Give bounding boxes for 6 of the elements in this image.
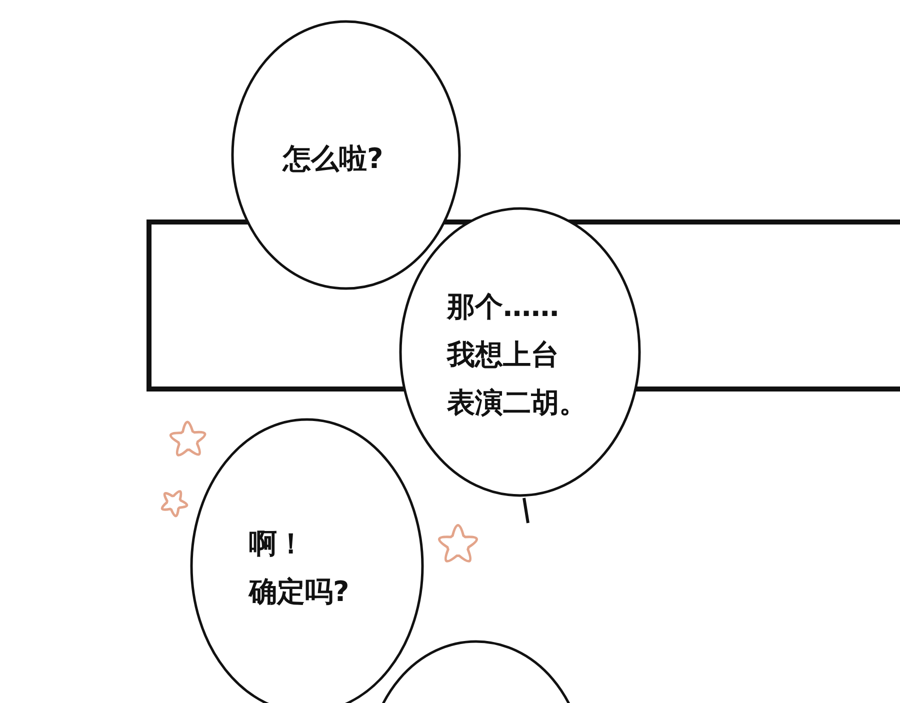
speech-bubble [399,207,641,497]
speech-bubble [190,418,424,703]
dialogue-text: 那个……我想上台表演二胡。 [447,289,587,421]
dialogue-text: 怎么啦? [283,141,384,177]
dialogue-text: 啊！确定吗? [249,526,350,610]
speech-bubble [231,20,461,290]
